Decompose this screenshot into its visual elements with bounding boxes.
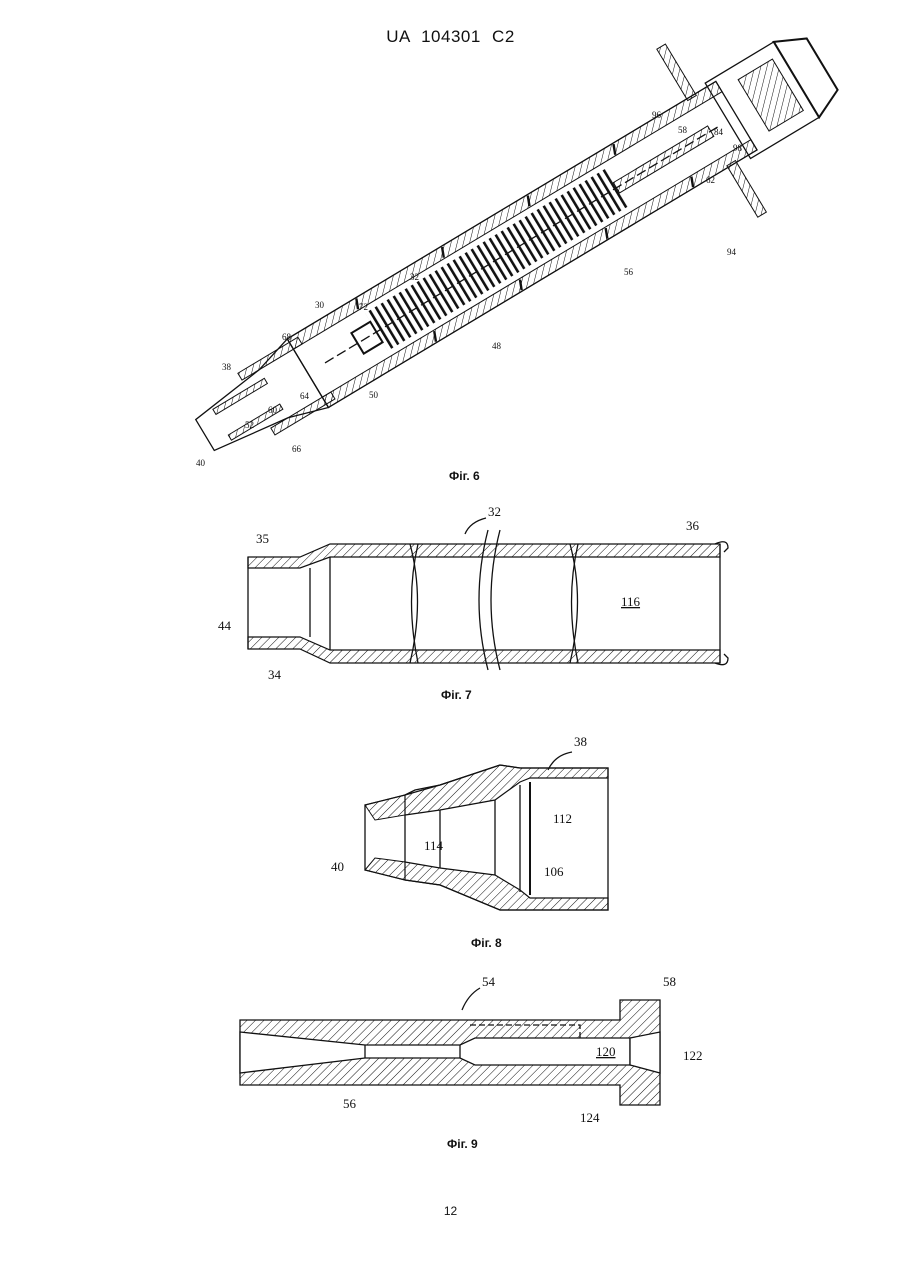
label-62: 62 bbox=[706, 175, 715, 185]
label-106: 106 bbox=[544, 864, 564, 879]
label-32: 32 bbox=[488, 504, 501, 519]
label-56: 56 bbox=[343, 1096, 357, 1111]
figure-9-caption: Фіг. 9 bbox=[447, 1137, 478, 1151]
figure-6-caption: Фіг. 6 bbox=[449, 469, 480, 483]
label-112: 112 bbox=[553, 811, 572, 826]
page-number: 12 bbox=[0, 1204, 901, 1218]
label-98: 98 bbox=[733, 143, 743, 153]
figure-9-drawing: 54 58 120 122 56 124 bbox=[0, 970, 901, 1150]
label-58: 58 bbox=[663, 974, 676, 989]
figure-7-drawing: 32 35 36 44 116 34 bbox=[0, 500, 901, 700]
label-68: 68 bbox=[282, 332, 292, 342]
label-56: 56 bbox=[624, 267, 634, 277]
label-60: 60 bbox=[268, 405, 278, 415]
label-124: 124 bbox=[580, 1110, 600, 1125]
label-38: 38 bbox=[222, 362, 232, 372]
label-48: 48 bbox=[492, 341, 502, 351]
label-84: 84 bbox=[714, 127, 724, 137]
label-94: 94 bbox=[727, 247, 737, 257]
figure-6-drawing: 96 58 84 98 62 94 32 30 72 56 48 68 50 3… bbox=[0, 0, 901, 490]
label-120: 120 bbox=[596, 1044, 616, 1059]
label-38: 38 bbox=[574, 734, 587, 749]
label-36: 36 bbox=[686, 518, 700, 533]
label-64: 64 bbox=[300, 391, 310, 401]
label-32: 32 bbox=[410, 272, 419, 282]
label-122: 122 bbox=[683, 1048, 703, 1063]
label-30: 30 bbox=[315, 300, 325, 310]
label-44: 44 bbox=[218, 618, 232, 633]
label-40: 40 bbox=[331, 859, 344, 874]
label-50: 50 bbox=[369, 390, 379, 400]
label-96: 96 bbox=[652, 110, 662, 120]
label-40: 40 bbox=[196, 458, 206, 468]
label-34: 34 bbox=[268, 667, 282, 682]
label-116: 116 bbox=[621, 594, 641, 609]
label-35: 35 bbox=[256, 531, 269, 546]
label-54: 54 bbox=[482, 974, 496, 989]
figure-7-caption: Фіг. 7 bbox=[441, 688, 472, 702]
figure-8-drawing: 38 112 114 106 40 bbox=[0, 730, 901, 930]
figure-8-caption: Фіг. 8 bbox=[471, 936, 502, 950]
label-114: 114 bbox=[424, 838, 444, 853]
label-58: 58 bbox=[678, 125, 688, 135]
label-52: 52 bbox=[245, 420, 254, 430]
label-72: 72 bbox=[359, 302, 368, 312]
label-66: 66 bbox=[292, 444, 302, 454]
